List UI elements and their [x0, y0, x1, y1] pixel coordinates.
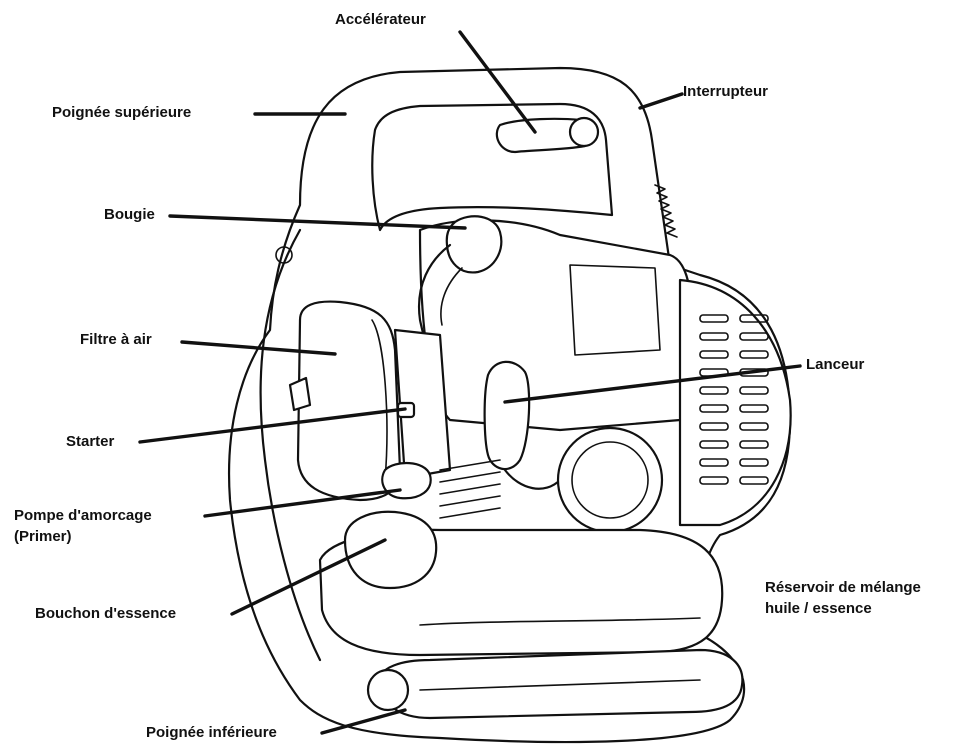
leader-bougie [168, 214, 467, 230]
leader-starter [138, 407, 407, 444]
cylinder-fins [439, 459, 501, 519]
label-bougie: Bougie [104, 206, 155, 223]
label-accelerateur: Accélérateur [335, 11, 426, 28]
flywheel-cover [556, 426, 664, 534]
upper-handle-opening [371, 102, 614, 232]
backplate-outline [227, 66, 792, 744]
spark-plug-wire-2 [440, 267, 463, 326]
mount-hole-top [275, 246, 293, 264]
recoil-handle [483, 360, 531, 471]
air-filter-clip [288, 376, 312, 412]
label-bouchon-essence: Bouchon d'essence [35, 605, 177, 622]
cooling-slots [699, 314, 769, 485]
leader-accelerateur [458, 30, 537, 134]
fuel-tank-seam [419, 617, 701, 626]
leader-pompe-amorcage [203, 488, 402, 518]
label-interrupteur: Interrupteur [683, 83, 769, 100]
label-poignee-superieure: Poignée supérieure [52, 104, 192, 121]
recoil-cord [503, 468, 562, 490]
engine-panel [569, 264, 661, 356]
left-frame-arm [259, 228, 322, 662]
lower-handle-end [366, 668, 410, 712]
label-poignee-inferieure: Poignée inférieure [146, 724, 277, 741]
leader-lanceur [503, 364, 802, 404]
lower-handle [378, 648, 744, 720]
fan-housing [678, 278, 792, 527]
flywheel-inner [571, 441, 649, 519]
spark-plug-cap [445, 215, 503, 274]
throttle-grip-end [568, 116, 600, 148]
air-filter-ring [371, 319, 388, 481]
label-filtre-a-air: Filtre à air [80, 331, 152, 348]
grip-ribs [654, 184, 678, 238]
leader-filtre-a-air [180, 340, 337, 356]
label-pompe-amorcage-2: (Primer) [14, 528, 72, 545]
carburetor [393, 328, 452, 480]
fuel-cap [343, 510, 438, 590]
label-pompe-amorcage-1: Pompe d'amorcage [14, 507, 152, 524]
label-reservoir-2: huile / essence [765, 600, 872, 617]
label-reservoir-1: Réservoir de mélange [765, 579, 921, 596]
label-starter: Starter [66, 433, 115, 450]
leader-bouchon-essence [230, 538, 387, 616]
leader-poignee-inferieure [320, 708, 407, 735]
label-lanceur: Lanceur [806, 356, 865, 373]
leader-interrupteur [638, 92, 684, 110]
lower-handle-inner [419, 679, 701, 691]
